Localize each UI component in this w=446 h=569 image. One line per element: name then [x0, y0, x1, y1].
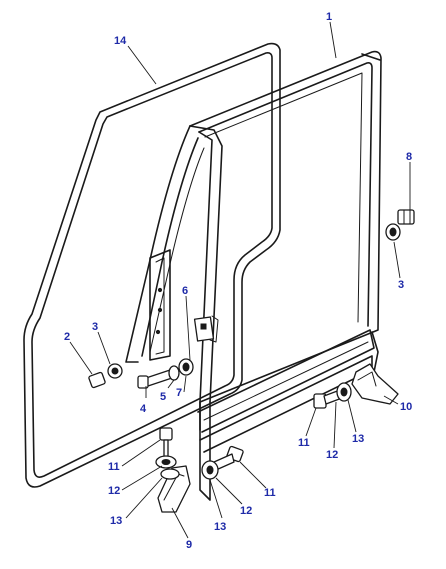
callout-9: 9 [186, 539, 192, 551]
callout-11: 11 [264, 487, 276, 499]
callout-4: 4 [140, 403, 147, 415]
callout-12: 12 [326, 449, 338, 461]
callout-13: 13 [214, 521, 226, 533]
callout-12: 12 [240, 505, 252, 517]
callout-1: 1 [326, 11, 332, 23]
callout-labels: 1 14 8 3 3 2 6 5 7 4 10 11 12 13 11 12 1… [64, 11, 412, 551]
callout-5: 5 [160, 391, 166, 403]
door-seal-part-14 [23, 42, 281, 488]
callout-6: 6 [182, 285, 188, 297]
callout-8: 8 [406, 151, 412, 163]
bracket-part-10 [351, 363, 399, 405]
callout-11: 11 [298, 437, 310, 449]
window-frame-part-1 [125, 50, 382, 501]
callout-14: 14 [114, 35, 127, 47]
callout-11: 11 [108, 461, 120, 473]
callout-12: 12 [108, 485, 120, 497]
callout-10: 10 [400, 401, 412, 413]
callout-13: 13 [352, 433, 364, 445]
leader-lines [69, 21, 411, 539]
callout-7: 7 [176, 387, 182, 399]
fasteners [88, 209, 415, 480]
callout-3: 3 [398, 279, 404, 291]
callout-13: 13 [110, 515, 122, 527]
callout-2: 2 [64, 331, 70, 343]
callout-3: 3 [92, 321, 98, 333]
